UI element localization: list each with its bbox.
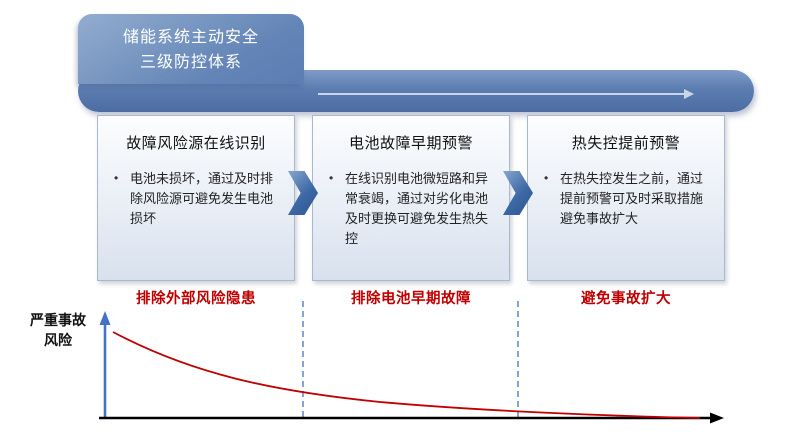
bullet-icon: • [544, 171, 549, 185]
stage-box-thermal-runaway: 热失控提前预警 • 在热失控发生之前，通过提前预警可及时采取措施避免事故扩大 [527, 115, 725, 281]
stage-label-3: 避免事故扩大 [581, 291, 671, 307]
stage-box-title: 热失控提前预警 [571, 135, 681, 152]
banner-title-line2: 三级防控体系 [139, 53, 242, 71]
x-axis-arrowhead-icon [710, 412, 724, 424]
timeline-arrow-head-icon [684, 89, 694, 99]
bullet-row: • 在线识别电池微短路和异常衰竭，通过对劣化电池及时更换可避免发生热失控 [329, 169, 493, 250]
stage-box-body: 在热失控发生之前，通过提前预警可及时采取措施避免事故扩大 [560, 171, 704, 227]
risk-curve [112, 331, 701, 419]
banner-title: 储能系统主动安全 三级防控体系 [78, 26, 304, 76]
stage-box-title: 故障风险源在线识别 [126, 135, 266, 152]
bullet-row: • 电池未损坏，通过及时排除风险源可避免发生电池损坏 [114, 169, 278, 229]
bullet-icon: • [329, 171, 334, 185]
y-axis-arrowhead-icon [99, 311, 111, 325]
y-axis-label: 严重事故 风险 [14, 310, 102, 351]
y-axis-label-line1: 严重事故 [30, 312, 86, 328]
stage-label-1: 排除外部风险隐患 [136, 291, 256, 307]
risk-curve-chart [99, 301, 724, 424]
stage-box-body: 电池未损坏，通过及时排除风险源可避免发生电池损坏 [130, 171, 274, 227]
stage-box-risk-source: 故障风险源在线识别 • 电池未损坏，通过及时排除风险源可避免发生电池损坏 [97, 115, 295, 281]
timeline-arrow-line [318, 93, 686, 95]
stage-label-2: 排除电池早期故障 [351, 291, 471, 307]
y-axis-label-line2: 风险 [44, 332, 72, 349]
banner-tab [78, 14, 304, 84]
banner-title-line1: 储能系统主动安全 [122, 29, 259, 46]
bullet-row: • 在热失控发生之前，通过提前预警可及时采取措施避免事故扩大 [544, 169, 708, 229]
bullet-icon: • [114, 171, 119, 185]
stage-box-early-warning: 电池故障早期预警 • 在线识别电池微短路和异常衰竭，通过对劣化电池及时更换可避免… [312, 115, 510, 281]
stage-box-title: 电池故障早期预警 [348, 135, 473, 152]
stage-box-body: 在线识别电池微短路和异常衰竭，通过对劣化电池及时更换可避免发生热失控 [345, 171, 489, 247]
